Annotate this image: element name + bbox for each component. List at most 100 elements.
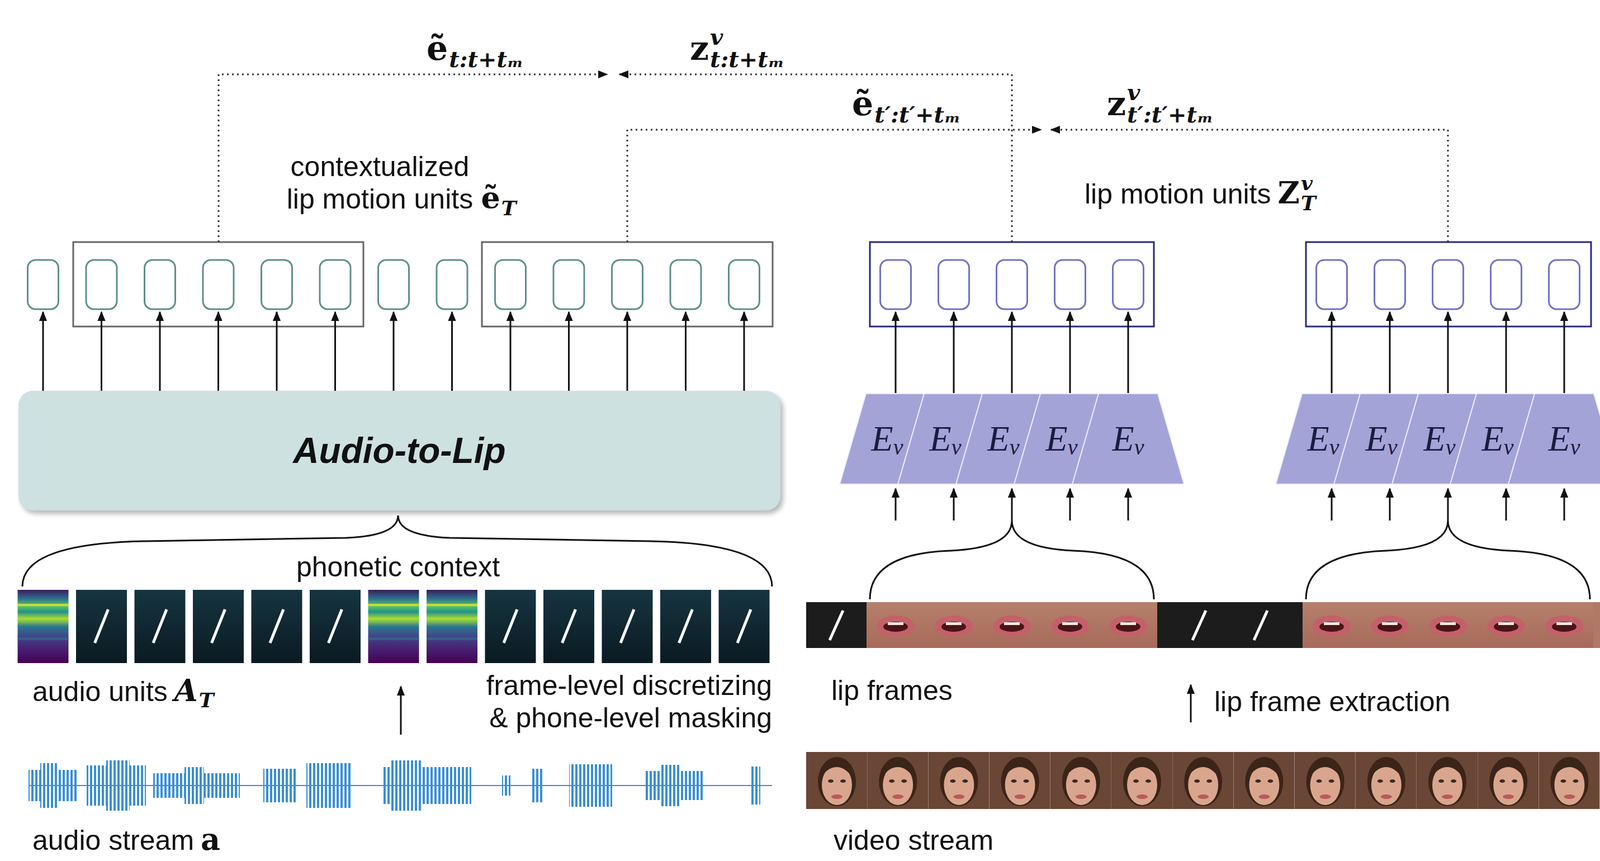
masked-frame [309, 589, 361, 664]
math-symbol: Z [1277, 174, 1300, 211]
stream-label: audio streama [32, 821, 221, 858]
encoder-symbol: E [1482, 418, 1504, 460]
label-text: phonetic context [296, 551, 500, 583]
encoder-text: Ev [1508, 393, 1600, 485]
spectrogram-frame [368, 589, 420, 664]
arrow [393, 311, 395, 391]
math-label: zvt:t+tₘ [689, 25, 785, 71]
script-stack: t:t+tₘ [448, 48, 524, 71]
encoder-arrows [895, 311, 1565, 521]
lip-frame [1040, 602, 1100, 648]
lip-frame [1360, 602, 1419, 648]
arrow [1564, 488, 1565, 521]
brace [869, 520, 1154, 600]
label-text: contextualized lip motion units [285, 150, 475, 216]
math-symbol: z [1106, 83, 1126, 123]
encoder-subscript: v [951, 433, 962, 461]
masked-frame [602, 589, 653, 664]
arrow [1128, 311, 1129, 394]
audio-units-strip [17, 589, 770, 664]
encoder-symbol: E [1548, 418, 1571, 460]
arrow [1190, 684, 1192, 723]
unit-square [670, 259, 702, 310]
masked-frame [134, 589, 186, 664]
unit-square [1113, 259, 1144, 310]
unit-square [553, 259, 585, 310]
encoder-symbol: E [1045, 418, 1068, 460]
lip-frame [982, 602, 1041, 648]
masked-frame [1157, 602, 1303, 648]
unit-square [996, 259, 1028, 310]
script-stack: vt′:t′+tₘ [1127, 81, 1214, 126]
video-frame [989, 751, 1051, 809]
unit-square [86, 259, 117, 310]
encoder-subscript: v [1445, 433, 1456, 461]
arrow [1389, 311, 1391, 394]
math-label: ẽt′:t′+tₘ [851, 84, 961, 126]
strip-label: lip frames [831, 674, 953, 708]
masked-frame [192, 589, 244, 664]
encoder-text: Ev [831, 393, 944, 485]
subscript: t:t+tₘ [709, 48, 785, 71]
lip-frames-strip [806, 602, 1600, 648]
arrow [1011, 311, 1013, 394]
process-note: frame-level discretizing & phone-level m… [483, 669, 773, 735]
arrow [334, 311, 336, 391]
video-frame [806, 751, 868, 809]
video-frame [928, 751, 989, 809]
arrow [510, 311, 511, 391]
encoder-subscript: v [1134, 433, 1145, 461]
label-text: lip frames [831, 674, 953, 707]
encoder-node: Ev [1072, 393, 1185, 485]
lip-frame [1099, 602, 1158, 648]
superscript: v [1127, 81, 1214, 104]
encoder-node: Ev [1508, 393, 1600, 485]
label-text: audio stream [32, 824, 194, 856]
arrow [953, 311, 955, 394]
script-stack: vt:t+tₘ [709, 25, 785, 71]
encoder-text: Ev [1325, 393, 1438, 485]
unit-square [1054, 259, 1086, 310]
unit-square [319, 259, 351, 310]
video-frame [1111, 751, 1173, 809]
arrow [400, 686, 402, 735]
strip-label: audio unitsAT [32, 673, 215, 711]
video-frame [1355, 751, 1417, 809]
script-stack: T [501, 197, 517, 219]
math-symbol: A [174, 672, 198, 709]
label-text: lip motion units [1084, 178, 1272, 210]
masked-frame [718, 589, 770, 664]
masked-frame [543, 589, 595, 664]
video-frame [1538, 751, 1600, 809]
encoder-symbol: E [1112, 418, 1135, 460]
unit-square [612, 259, 643, 310]
model-label: Audio-to-Lip [292, 429, 506, 472]
arrow [159, 311, 161, 391]
label-text: frame-level discretizing & phone-level m… [483, 669, 773, 735]
math-label: zvt′:t′+tₘ [1106, 81, 1214, 126]
unit-square [436, 259, 468, 310]
encoder-symbol: E [1365, 418, 1388, 460]
video-frame [1477, 751, 1539, 809]
math-symbol: ẽ [480, 180, 500, 216]
unit-square [495, 259, 527, 310]
arrow [451, 311, 453, 391]
video-frame [1416, 751, 1478, 809]
arrow [1447, 311, 1449, 394]
spectrogram-frame [17, 589, 69, 664]
arrow [43, 311, 44, 391]
math-symbol: a [200, 821, 221, 858]
encoder-text: Ev [889, 393, 1002, 485]
unit-square [1549, 259, 1580, 310]
video-frame [867, 751, 929, 809]
encoder-subscript: v [1387, 433, 1398, 461]
masked-frame [76, 589, 127, 664]
masked-frame [485, 589, 537, 664]
unit-square [27, 259, 59, 310]
brace [22, 515, 773, 587]
encoder-text: Ev [947, 393, 1060, 485]
video-frame [1233, 751, 1295, 809]
unit-square [1316, 259, 1348, 310]
arrow [276, 311, 278, 391]
masked-frame [806, 602, 867, 648]
